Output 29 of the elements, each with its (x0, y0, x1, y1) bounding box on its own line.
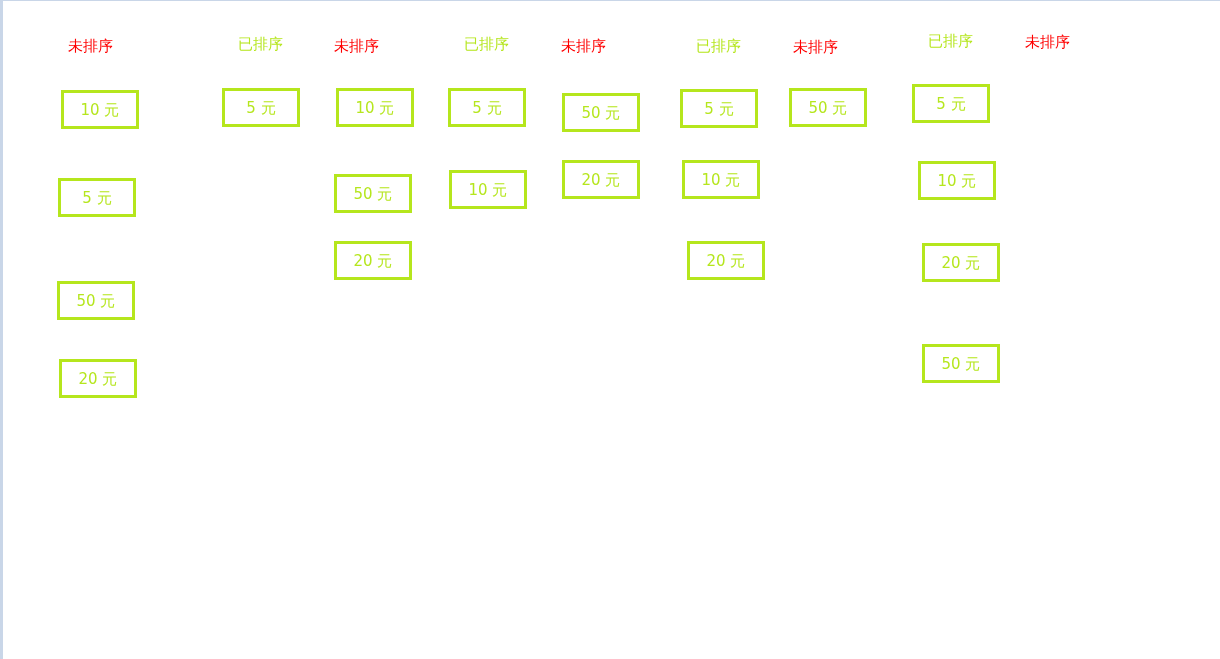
column-heading: 未排序 (561, 37, 606, 56)
column-heading: 已排序 (928, 32, 973, 51)
amount-box: 10 元 (336, 88, 414, 127)
amount-box: 5 元 (448, 88, 526, 127)
column-heading: 未排序 (793, 38, 838, 57)
amount-box: 5 元 (58, 178, 136, 217)
amount-box: 10 元 (682, 160, 760, 199)
column-heading: 未排序 (334, 37, 379, 56)
amount-box: 50 元 (57, 281, 135, 320)
amount-box: 50 元 (922, 344, 1000, 383)
amount-box: 5 元 (912, 84, 990, 123)
column-heading: 已排序 (696, 37, 741, 56)
column-heading: 已排序 (238, 35, 283, 54)
amount-box: 50 元 (562, 93, 640, 132)
column-heading: 未排序 (1025, 33, 1070, 52)
column-heading: 未排序 (68, 37, 113, 56)
column-heading: 已排序 (464, 35, 509, 54)
amount-box: 10 元 (918, 161, 996, 200)
amount-box: 50 元 (789, 88, 867, 127)
amount-box: 5 元 (222, 88, 300, 127)
amount-box: 10 元 (61, 90, 139, 129)
amount-box: 5 元 (680, 89, 758, 128)
amount-box: 20 元 (687, 241, 765, 280)
amount-box: 50 元 (334, 174, 412, 213)
amount-box: 10 元 (449, 170, 527, 209)
amount-box: 20 元 (922, 243, 1000, 282)
amount-box: 20 元 (334, 241, 412, 280)
amount-box: 20 元 (562, 160, 640, 199)
amount-box: 20 元 (59, 359, 137, 398)
